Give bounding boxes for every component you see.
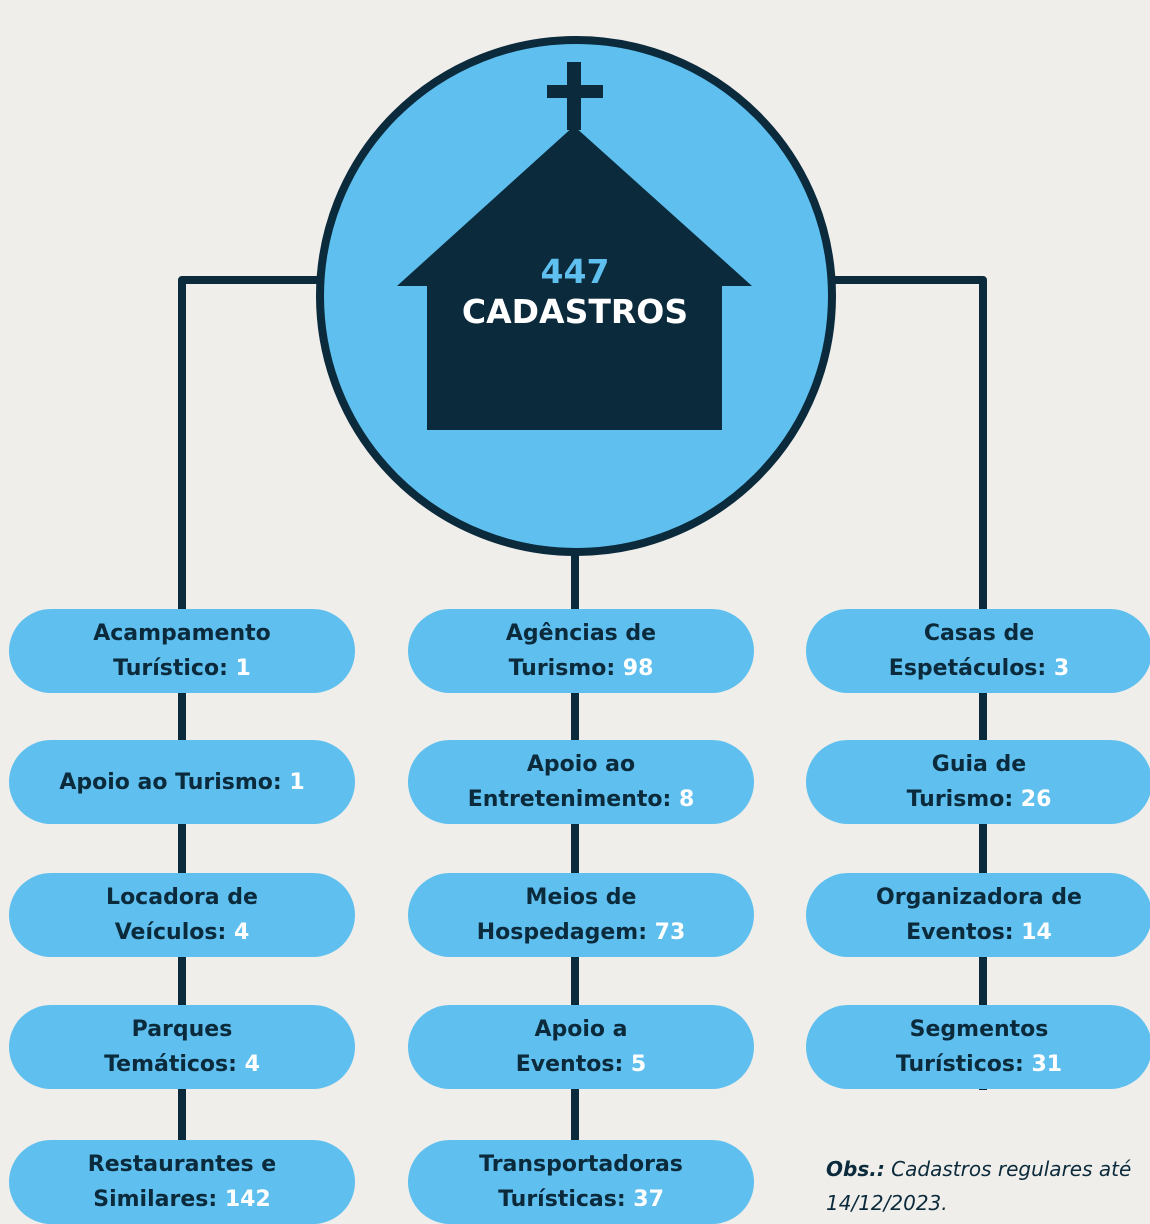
category-label: Eventos: <box>515 1052 631 1077</box>
category-box: Organizadora de Eventos: 14 <box>806 873 1150 957</box>
category-line: Espetáculos: 3 <box>889 651 1069 686</box>
category-label: Entretenimento: <box>467 787 679 812</box>
category-line: Hospedagem: 73 <box>477 915 686 950</box>
category-name: Transportadoras <box>479 1152 683 1177</box>
footnote-text: Cadastros regulares até 14/12/2023. <box>826 1157 1132 1215</box>
category-label: Hospedagem: <box>476 920 655 945</box>
total-label: CADASTROS <box>461 292 689 331</box>
category-count: 1 <box>235 656 251 681</box>
category-line: Turístico: 1 <box>113 651 251 686</box>
category-name: Meios de <box>525 885 637 910</box>
category-count: 14 <box>1021 920 1052 945</box>
category-box: Apoio ao Turismo: 1 <box>9 740 355 824</box>
total-count: 447 CADASTROS <box>425 252 725 332</box>
category-box: Agências de Turismo: 98 <box>408 609 754 693</box>
category-count: 31 <box>1031 1052 1063 1077</box>
category-box: Apoio a Eventos: 5 <box>408 1005 754 1089</box>
category-count: 37 <box>633 1187 664 1212</box>
category-label: Temáticos: <box>104 1052 245 1077</box>
category-label: Turismo: <box>906 787 1021 812</box>
church-icon <box>397 62 752 430</box>
category-line: Eventos: 5 <box>516 1047 646 1082</box>
category-count: 73 <box>654 920 686 945</box>
category-name: Parques <box>131 1017 233 1042</box>
category-line: Apoio ao Turismo: 1 <box>59 765 304 800</box>
category-line: Turismo: 26 <box>907 782 1052 817</box>
category-count: 5 <box>630 1052 647 1077</box>
category-name: Restaurantes e <box>87 1152 277 1177</box>
category-line: Veículos: 4 <box>115 915 250 950</box>
category-count: 8 <box>678 787 695 812</box>
category-name: Organizadora de <box>876 885 1082 910</box>
category-name: Acampamento <box>93 621 271 646</box>
category-count: 142 <box>224 1187 271 1212</box>
category-name: Guia de <box>931 752 1027 777</box>
category-name: Apoio a <box>534 1017 628 1042</box>
category-label: Apoio ao Turismo: <box>59 769 290 795</box>
category-label: Turístico: <box>113 656 236 681</box>
category-name: Segmentos <box>909 1017 1049 1042</box>
category-name: Locadora de <box>106 885 258 910</box>
category-line: Similares: 142 <box>93 1182 271 1217</box>
category-box: Restaurantes e Similares: 142 <box>9 1140 355 1224</box>
category-count: 3 <box>1053 656 1070 681</box>
footnote-prefix: Obs.: <box>826 1157 885 1181</box>
category-line: Eventos: 14 <box>906 915 1052 950</box>
category-box: Guia de Turismo: 26 <box>806 740 1150 824</box>
category-line: Entretenimento: 8 <box>468 782 695 817</box>
category-box: Locadora de Veículos: 4 <box>9 873 355 957</box>
category-label: Turísticos: <box>895 1052 1032 1077</box>
category-box: Meios de Hospedagem: 73 <box>408 873 754 957</box>
category-line: Turismo: 98 <box>509 651 654 686</box>
category-label: Turísticas: <box>498 1187 634 1212</box>
category-name: Apoio ao <box>526 752 636 777</box>
category-count: 26 <box>1020 787 1052 812</box>
category-box: Casas de Espetáculos: 3 <box>806 609 1150 693</box>
category-box: Apoio ao Entretenimento: 8 <box>408 740 754 824</box>
footnote: Obs.: Cadastros regulares até 14/12/2023… <box>826 1152 1146 1220</box>
category-line: Temáticos: 4 <box>104 1047 260 1082</box>
category-label: Similares: <box>93 1187 225 1212</box>
category-label: Eventos: <box>906 920 1022 945</box>
category-label: Turismo: <box>508 656 623 681</box>
category-count: 1 <box>289 769 305 795</box>
category-line: Turísticas: 37 <box>498 1182 664 1217</box>
category-count: 98 <box>622 656 654 681</box>
category-line: Turísticos: 31 <box>896 1047 1062 1082</box>
category-count: 4 <box>244 1052 260 1077</box>
category-label: Veículos: <box>114 920 234 945</box>
total-number: 447 <box>540 252 610 291</box>
category-label: Espetáculos: <box>888 656 1054 681</box>
category-name: Agências de <box>505 621 657 646</box>
category-count: 4 <box>233 920 250 945</box>
category-name: Casas de <box>923 621 1035 646</box>
